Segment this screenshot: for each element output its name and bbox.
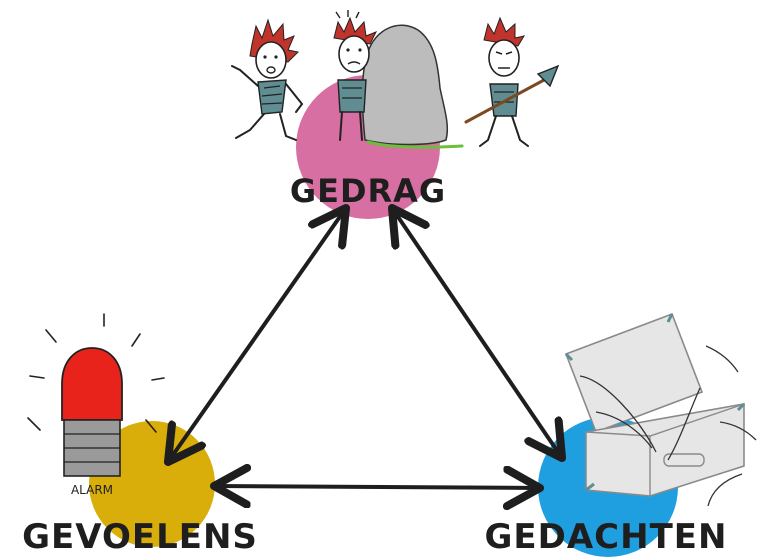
alarm-label: ALARM xyxy=(71,483,113,497)
spear-icon xyxy=(464,64,560,124)
boulder-icon xyxy=(361,24,449,146)
node-label-thoughts: GEDACHTEN xyxy=(485,517,728,557)
suitcase-lid xyxy=(564,312,704,434)
suitcase-body xyxy=(585,403,745,497)
open-suitcase-icon xyxy=(564,312,757,507)
arrow-feelings-thoughts xyxy=(214,486,540,488)
alarm-bulb xyxy=(61,347,123,421)
fleeing-caveman-icon xyxy=(231,18,304,141)
arrows xyxy=(168,208,562,488)
arrow-feelings-behavior xyxy=(168,208,346,462)
node-label-feelings: GEVOELENS xyxy=(22,517,258,557)
node-label-behavior: GEDRAG xyxy=(290,172,446,210)
grass-icon xyxy=(366,140,464,149)
frozen-caveman-icon xyxy=(333,10,378,141)
fighting-caveman-icon xyxy=(479,16,529,147)
alarm-light-icon: ALARM xyxy=(27,313,165,497)
arrow-behavior-thoughts xyxy=(392,208,562,458)
